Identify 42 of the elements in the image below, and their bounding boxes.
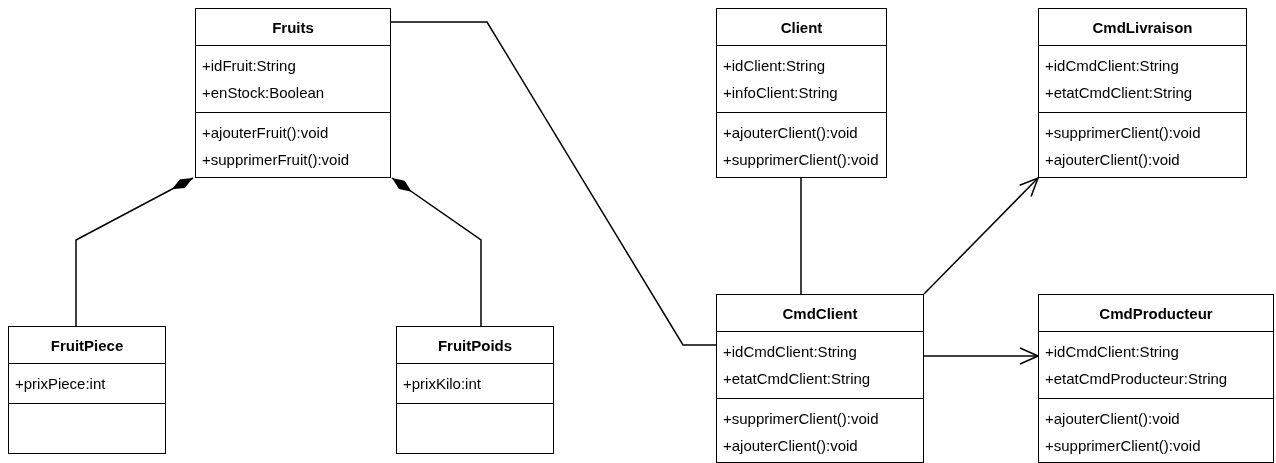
- member-text: +ajouterClient():void: [1045, 150, 1181, 170]
- member-text: +etatCmdProducteur:String: [1045, 369, 1229, 389]
- member-text: +enStock:Boolean: [202, 83, 326, 103]
- member-text: +supprimerClient():void: [723, 150, 880, 170]
- class-box: [396, 326, 554, 454]
- member-text: +etatCmdClient:String: [723, 369, 872, 389]
- member-text: +supprimerClient():void: [1045, 436, 1202, 456]
- member-text: +supprimerClient():void: [723, 409, 880, 429]
- member-text: +ajouterClient():void: [723, 123, 859, 143]
- class-box: [716, 294, 924, 463]
- class-name: CmdClient: [781, 303, 859, 324]
- class-name: FruitPoids: [436, 335, 514, 356]
- member-text: +idFruit:String: [202, 56, 297, 76]
- member-text: +etatCmdClient:String: [1045, 83, 1194, 103]
- arrow: [923, 347, 1039, 365]
- class-name: FruitPiece: [49, 335, 125, 356]
- member-text: +ajouterClient():void: [1045, 409, 1181, 429]
- member-text: +prixPiece:int: [15, 374, 107, 394]
- class-box: [716, 8, 887, 178]
- member-text: +idCmdClient:String: [723, 342, 858, 362]
- member-text: +ajouterFruit():void: [202, 123, 330, 143]
- member-text: +supprimerFruit():void: [202, 150, 351, 170]
- association-line: [800, 177, 802, 295]
- member-text: +prixKilo:int: [403, 374, 482, 394]
- class-box: [195, 8, 391, 178]
- class-name: CmdProducteur: [1098, 303, 1214, 324]
- member-text: +infoClient:String: [723, 83, 839, 103]
- composition-line: [75, 177, 194, 327]
- member-text: +ajouterClient():void: [723, 436, 859, 456]
- composition-line: [391, 177, 482, 327]
- class-name: Fruits: [271, 17, 315, 38]
- class-name: CmdLivraison: [1091, 17, 1194, 38]
- member-text: +supprimerClient():void: [1045, 123, 1202, 143]
- member-text: +idCmdClient:String: [1045, 56, 1180, 76]
- class-box: [1038, 294, 1274, 463]
- class-box: [1038, 8, 1247, 178]
- class-box: [8, 326, 166, 454]
- member-text: +idClient:String: [723, 56, 827, 76]
- member-text: +idCmdClient:String: [1045, 342, 1180, 362]
- arrow: [923, 177, 1039, 295]
- association-line: [390, 21, 717, 346]
- class-name: Client: [779, 17, 824, 38]
